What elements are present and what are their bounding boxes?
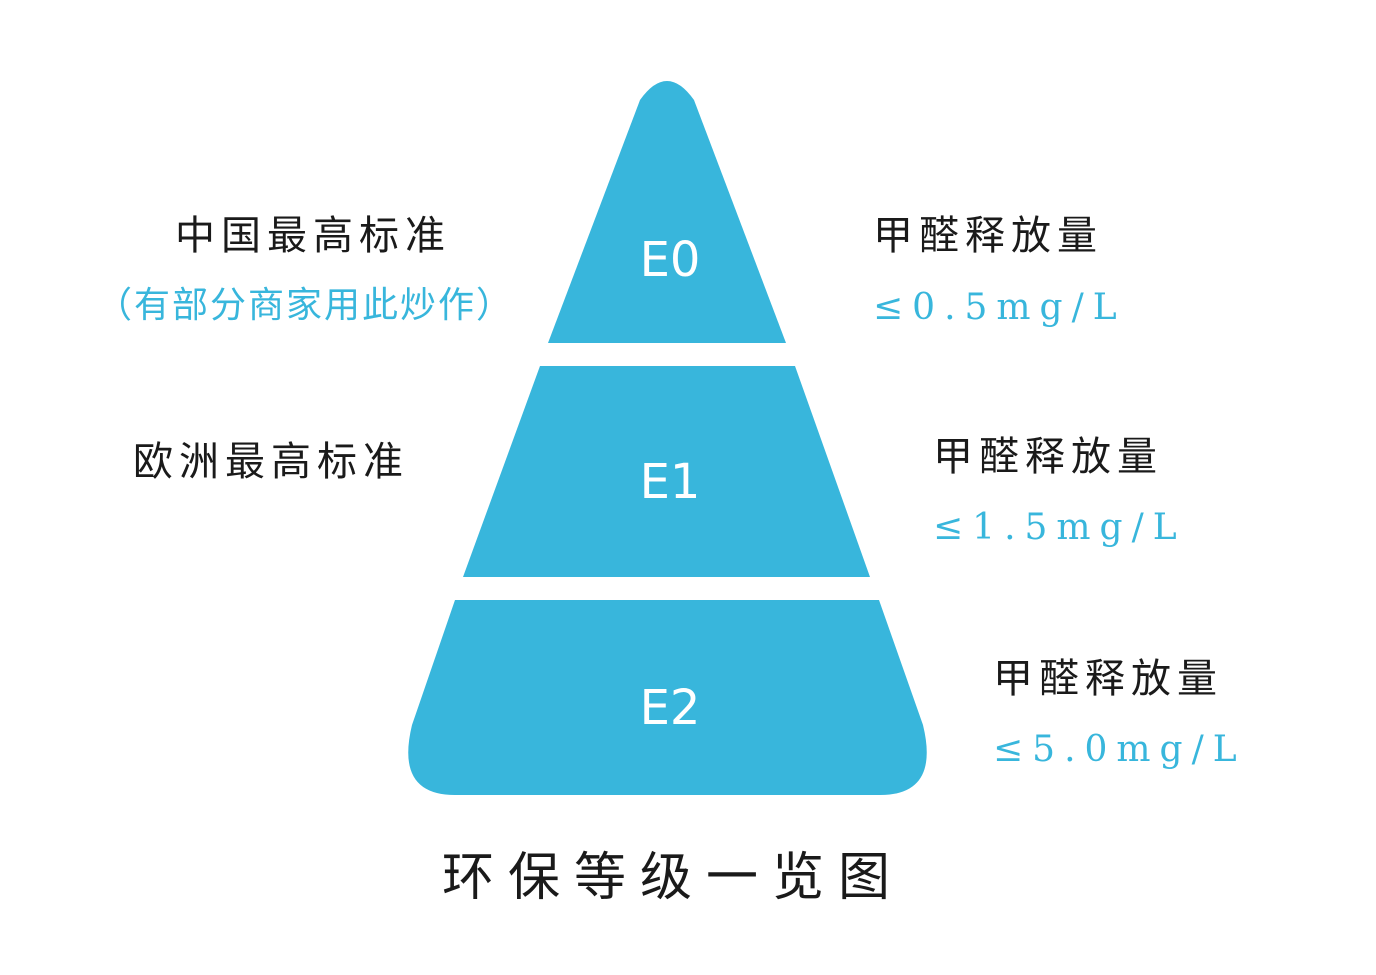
tier-e1-standard: 欧洲最高标准 <box>133 439 409 485</box>
tier-e0-code: E0 <box>640 232 701 288</box>
tier-e2-shape <box>408 600 927 795</box>
tier-e0-shape <box>548 81 786 343</box>
tier-e0-note: （有部分商家用此炒作） <box>96 285 515 326</box>
tier-e1-limit: ≤1.5mg/L <box>933 507 1186 548</box>
tier-e2-code: E2 <box>640 680 701 736</box>
tier-e2-metric: 甲醛释放量 <box>993 656 1223 702</box>
tier-e0-metric: 甲醛释放量 <box>873 213 1103 259</box>
tier-e0-limit: ≤0.5mg/L <box>873 287 1126 328</box>
tier-e1-metric: 甲醛释放量 <box>933 434 1163 480</box>
diagram-title: 环保等级一览图 <box>442 848 905 908</box>
tier-e1-shape <box>463 366 870 577</box>
tier-e2-limit: ≤5.0mg/L <box>993 729 1246 770</box>
tier-e0-standard: 中国最高标准 <box>175 213 451 259</box>
tier-e1-code: E1 <box>640 454 701 510</box>
